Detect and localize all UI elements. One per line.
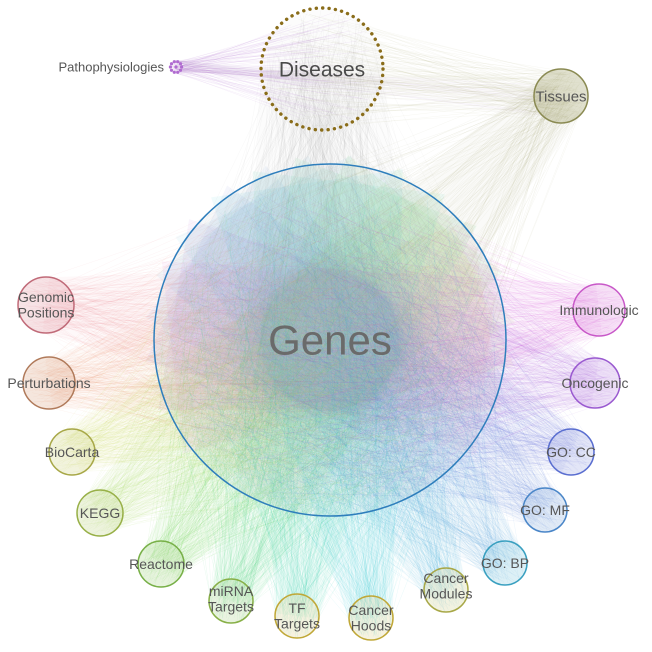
label-kegg: KEGG <box>80 505 120 521</box>
node-immunologic[interactable] <box>572 283 626 337</box>
beam-go-cc-genes <box>145 185 581 473</box>
edges-pathophysiologies-tissues <box>169 59 584 120</box>
edges-cancer-modules-genes <box>169 173 494 612</box>
edges-perturbations-genes <box>23 172 481 503</box>
edges-oncogenic-genes <box>159 174 620 506</box>
label-go-cc: GO: CC <box>546 444 596 460</box>
beam-go-bp-genes <box>156 155 523 577</box>
label-go-bp: GO: BP <box>481 555 529 571</box>
edges-diseases-genes <box>159 10 500 511</box>
beam-reactome-genes <box>142 155 503 578</box>
label-go-mf: GO: MF <box>520 502 570 518</box>
edges-go-bp-genes <box>164 174 527 585</box>
cluster-dot <box>178 68 183 72</box>
labels: Genes Diseases PathophysiologiesTissuesGen… <box>7 58 638 633</box>
label-oncogenic: Oncogenic <box>562 375 629 391</box>
node-go-cc[interactable] <box>547 428 595 476</box>
label-genes: Genes <box>268 317 392 364</box>
label-tissues: Tissues <box>535 88 586 105</box>
cluster-dot <box>176 60 180 64</box>
edges-mirna-targets-genes <box>159 176 481 622</box>
edges-immunologic-genes <box>163 181 624 503</box>
beam-kegg-genes <box>86 167 515 532</box>
node-tissues[interactable] <box>533 68 589 124</box>
node-genomic-positions[interactable] <box>17 276 75 334</box>
node-biocarta[interactable] <box>48 428 96 476</box>
node-perturbations[interactable] <box>22 356 76 410</box>
beam-cancer-modules-genes <box>175 155 466 600</box>
edge-bundles <box>19 10 624 638</box>
beam-cancer-hoods-genes <box>211 169 403 622</box>
cluster-dot <box>169 68 174 72</box>
cluster-dot <box>172 60 176 64</box>
edges-cancer-hoods-genes <box>164 175 501 638</box>
beam-tf-targets-genes <box>252 171 445 619</box>
cluster-dot <box>168 65 172 69</box>
cluster-dot <box>172 70 176 74</box>
label-immunologic: Immunologic <box>559 302 638 318</box>
edge-beams <box>42 77 602 622</box>
beam-go-mf-genes <box>145 165 559 528</box>
node-diseases[interactable] <box>259 6 385 132</box>
label-diseases: Diseases <box>279 58 365 81</box>
node-tf-targets[interactable] <box>274 593 320 639</box>
cluster-dot <box>176 70 180 74</box>
edges-tissues-genes <box>174 71 587 502</box>
node-mirna-targets[interactable] <box>208 578 254 624</box>
node-oncogenic[interactable] <box>569 357 621 409</box>
node-go-bp[interactable] <box>482 540 528 586</box>
label-reactome: Reactome <box>129 556 193 572</box>
edges-genomic-positions-genes <box>19 172 490 500</box>
node-genes[interactable] <box>153 163 507 517</box>
beam-perturbations-genes <box>45 220 502 412</box>
edges-go-mf-genes <box>162 178 567 531</box>
beam-mirna-targets-genes <box>210 157 477 609</box>
edges-tf-targets-genes <box>161 173 496 638</box>
nodes <box>17 6 626 641</box>
node-reactome[interactable] <box>137 540 185 588</box>
node-pathophysiologies[interactable] <box>168 60 184 74</box>
beam-immunologic-genes <box>161 261 602 454</box>
cluster-dot <box>174 65 178 69</box>
node-cancer-modules[interactable] <box>423 567 469 613</box>
beam-oncogenic-genes <box>158 219 599 411</box>
edges-reactome-genes <box>139 178 497 587</box>
label-pathophysiologies: Pathophysiologies <box>58 60 164 75</box>
label-perturbations: Perturbations <box>7 375 90 391</box>
node-go-mf[interactable] <box>522 487 568 533</box>
edges-diseases-tissues <box>263 12 586 127</box>
edges-kegg-genes <box>77 175 501 536</box>
edges-pathophysiologies-diseases <box>169 11 370 120</box>
cluster-dot <box>169 62 174 66</box>
node-cancer-hoods[interactable] <box>348 595 394 641</box>
beam-biocarta-genes <box>62 188 514 474</box>
beam-tissues-genes <box>150 77 581 522</box>
edges-biocarta-genes <box>49 173 496 501</box>
edges-go-cc-genes <box>169 174 594 506</box>
label-biocarta: BioCarta <box>45 444 100 460</box>
cluster-dot <box>180 65 184 69</box>
cluster-dot <box>178 62 183 66</box>
node-kegg[interactable] <box>76 489 124 537</box>
